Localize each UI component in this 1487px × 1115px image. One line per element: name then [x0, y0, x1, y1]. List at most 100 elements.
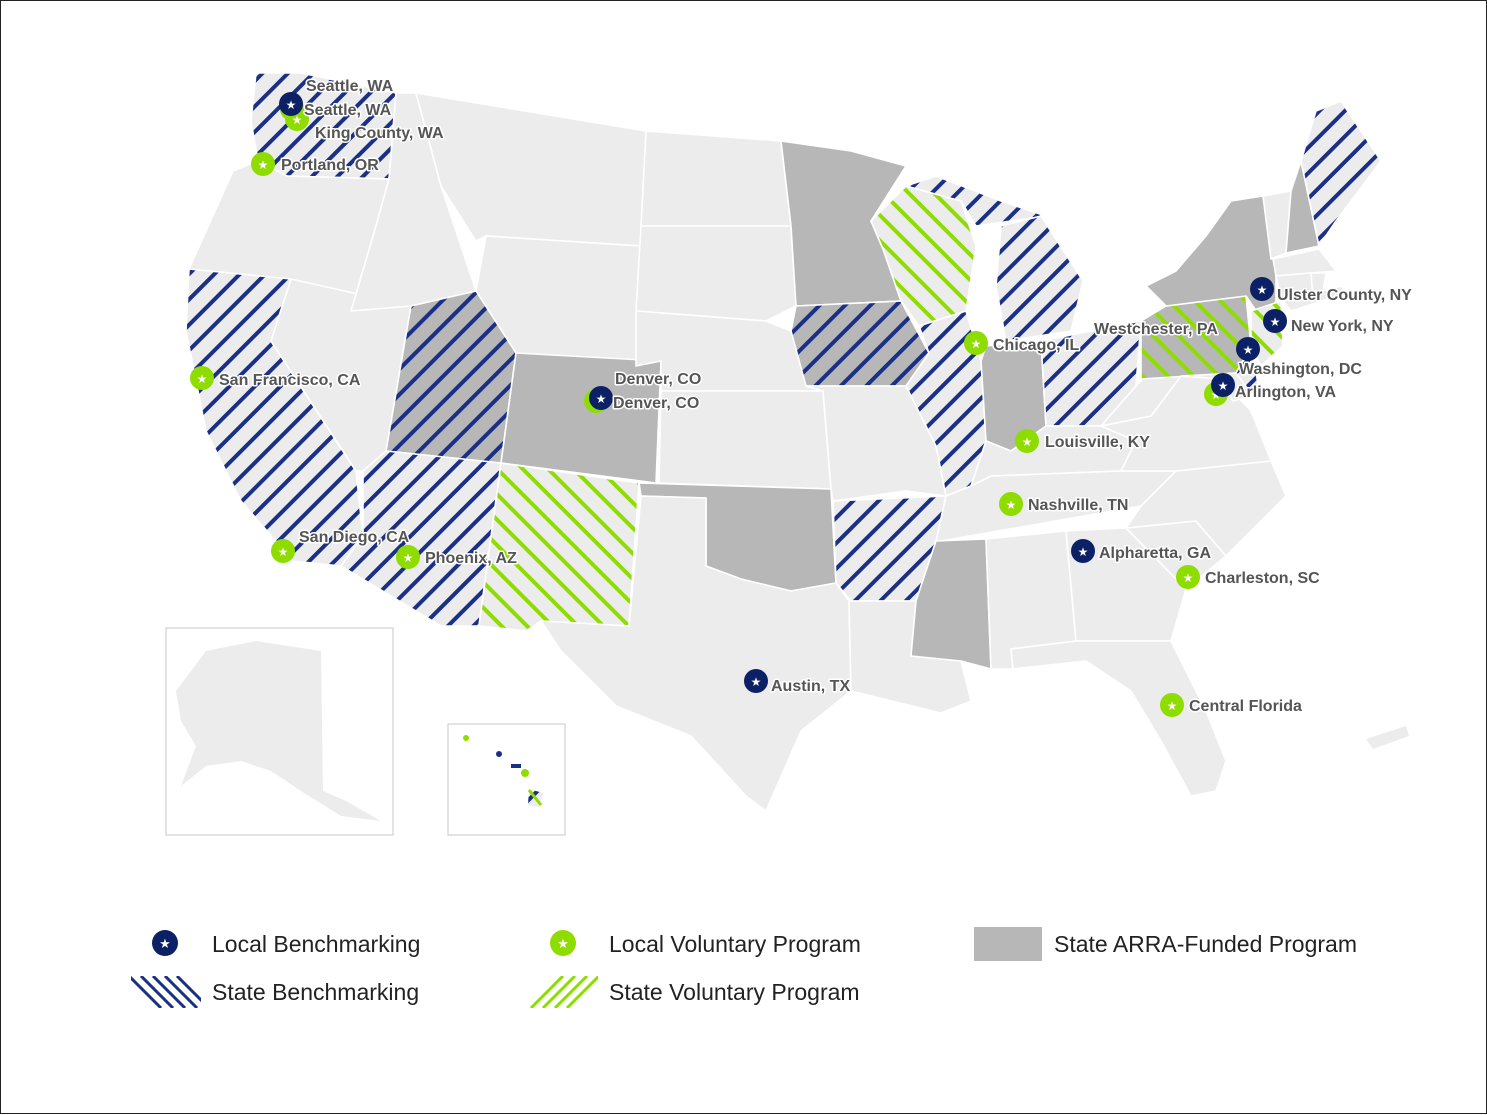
- marker-label-new-york-ny: New York, NY: [1291, 318, 1394, 335]
- legend-item-local-voluntary: ★ Local Voluntary Program: [550, 930, 861, 957]
- marker-chicago-il: ★: [964, 331, 988, 355]
- marker-denver-co: ★: [589, 386, 613, 410]
- marker-label-ulster-county-ny: Ulster County, NY: [1277, 287, 1412, 304]
- hawaii-island-big-mark: [527, 789, 543, 806]
- local-benchmarking-marker-icon: [1071, 539, 1095, 563]
- state-ga: [1065, 527, 1187, 642]
- local-benchmarking-marker-icon: [589, 386, 613, 410]
- legend-local-voluntary-label: Local Voluntary Program: [609, 931, 861, 957]
- star-icon: ★: [403, 551, 414, 565]
- legend-local-voluntary-star: ★: [557, 937, 569, 952]
- legend-item-state-arra: State ARRA-Funded Program: [974, 927, 1357, 961]
- legend-item-state-voluntary: State Voluntary Program: [529, 976, 860, 1008]
- star-icon: ★: [751, 675, 762, 689]
- legend: ★ Local Benchmarking ★ Local Voluntary P…: [131, 927, 1357, 1008]
- marker-central-florida: ★: [1160, 693, 1184, 717]
- marker-label-arlington-va: Arlington, VA: [1235, 384, 1336, 401]
- marker-label-san-diego-ca: San Diego, CA: [299, 529, 410, 546]
- legend-state-benchmarking-label: State Benchmarking: [212, 979, 419, 1005]
- state-nd: [640, 130, 792, 227]
- local-voluntary-marker-icon: [1176, 565, 1200, 589]
- hawaii-island-maui: [521, 769, 529, 777]
- marker-label-nashville-tn: Nashville, TN: [1028, 497, 1128, 514]
- state-nm: [478, 462, 640, 632]
- marker-louisville-ky: ★: [1015, 429, 1039, 453]
- star-icon: ★: [1270, 315, 1281, 329]
- legend-state-benchmarking-swatch: [131, 976, 201, 1008]
- local-voluntary-marker-icon: [999, 492, 1023, 516]
- local-voluntary-marker-icon: [1160, 693, 1184, 717]
- marker-label-seattle-wa: Seattle, WA: [304, 102, 392, 119]
- marker-label-austin-tx: Austin, TX: [771, 678, 850, 695]
- marker-austin-tx: ★: [744, 669, 768, 693]
- star-icon: ★: [1006, 498, 1017, 512]
- marker-label-seattle-wa: Seattle, WA: [306, 78, 394, 95]
- hawaii-island-kauai: [463, 735, 469, 741]
- local-voluntary-marker-icon: [396, 545, 420, 569]
- marker-label-chicago-il: Chicago, IL: [993, 337, 1079, 354]
- star-icon: ★: [258, 158, 269, 172]
- star-icon: ★: [1243, 343, 1254, 357]
- marker-washington-dc: ★: [1236, 337, 1260, 361]
- state-ma: [1272, 248, 1337, 277]
- local-voluntary-marker-icon: [271, 539, 295, 563]
- state-me: [1300, 100, 1382, 247]
- marker-label-king-county-wa: King County, WA: [315, 125, 444, 142]
- marker-label-san-francisco-ca: San Francisco, CA: [219, 372, 361, 389]
- local-benchmarking-marker-icon: [1250, 277, 1274, 301]
- star-icon: ★: [1022, 435, 1033, 449]
- star-icon: ★: [1218, 379, 1229, 393]
- legend-item-state-benchmarking: State Benchmarking: [131, 976, 419, 1008]
- long-island: [1282, 285, 1347, 312]
- alaska-inset: [165, 627, 394, 836]
- local-benchmarking-marker-icon: [744, 669, 768, 693]
- star-icon: ★: [1257, 283, 1268, 297]
- marker-seattle-wa: ★: [279, 92, 303, 116]
- local-benchmarking-marker-icon: [279, 92, 303, 116]
- marker-new-york-ny: ★: [1263, 309, 1287, 333]
- state-ak: [176, 641, 381, 821]
- marker-label-denver-co: Denver, CO: [615, 371, 701, 388]
- state-tx: [540, 495, 852, 812]
- star-icon: ★: [1078, 545, 1089, 559]
- legend-local-benchmarking-icon: [152, 930, 178, 956]
- star-icon: ★: [197, 372, 208, 386]
- star-icon: ★: [1211, 388, 1222, 402]
- hawaii-inset-box: [447, 723, 566, 836]
- marker-label-louisville-ky: Louisville, KY: [1045, 434, 1150, 451]
- state-ia: [790, 300, 930, 387]
- legend-state-voluntary-label: State Voluntary Program: [609, 979, 860, 1005]
- marker-label-phoenix-az: Phoenix, AZ: [425, 550, 517, 567]
- legend-state-voluntary-swatch: [529, 976, 598, 1008]
- legend-item-local-benchmarking: ★ Local Benchmarking: [152, 930, 420, 957]
- local-benchmarking-marker-icon: [1211, 373, 1235, 397]
- marker-label-denver-co: Denver, CO: [613, 395, 699, 412]
- legend-local-benchmarking-star: ★: [159, 937, 171, 952]
- marker-charleston-sc: ★: [1176, 565, 1200, 589]
- star-icon: ★: [596, 392, 607, 406]
- state-sd: [635, 225, 797, 322]
- marker-ulster-county-ny: ★: [1250, 277, 1274, 301]
- star-icon: ★: [292, 113, 303, 127]
- star-icon: ★: [971, 337, 982, 351]
- marker-label-washington-dc: Washington, DC: [1239, 361, 1362, 378]
- bahamas-shape: [1366, 726, 1409, 749]
- star-icon: ★: [278, 545, 289, 559]
- states-layer: [185, 72, 1382, 812]
- marker-san-francisco-ca: ★: [190, 366, 214, 390]
- local-benchmarking-marker-icon: [1236, 337, 1260, 361]
- local-voluntary-marker-icon: [964, 331, 988, 355]
- legend-state-arra-swatch: [974, 927, 1042, 961]
- local-voluntary-marker-icon: [190, 366, 214, 390]
- hawaii-island-oahu: [496, 751, 502, 757]
- marker-alpharetta-ga: ★: [1071, 539, 1095, 563]
- marker-label-central-florida: Central Florida: [1189, 698, 1302, 715]
- hawaii-inset: [447, 723, 566, 836]
- local-voluntary-marker-icon: [251, 152, 275, 176]
- star-icon: ★: [1183, 571, 1194, 585]
- state-fl: [1010, 640, 1227, 797]
- marker-label-charleston-sc: Charleston, SC: [1205, 570, 1320, 587]
- marker-arlington-va: ★: [1211, 373, 1235, 397]
